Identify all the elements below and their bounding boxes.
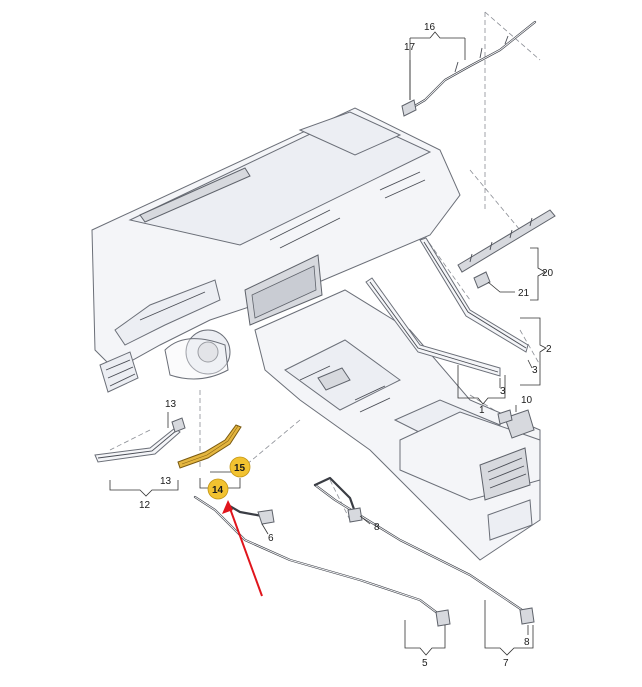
callout-12: 12 xyxy=(139,500,151,511)
part-14-strip-highlighted xyxy=(177,424,242,469)
part-20-strip xyxy=(457,209,556,289)
leader-lines xyxy=(109,31,547,656)
callout-3-upper: 3 xyxy=(532,365,538,376)
part-7-harness xyxy=(313,476,535,625)
callout-21: 21 xyxy=(518,288,530,299)
part-5-harness xyxy=(193,495,451,627)
badge-15 xyxy=(229,456,251,478)
part-10-connector xyxy=(497,409,535,439)
part-12-strip xyxy=(94,417,186,463)
callout-6: 6 xyxy=(268,533,274,544)
callout-labels: 16 17 20 21 2 3 3 1 10 13 13 12 15 14 6 … xyxy=(139,22,554,669)
highlight-badges xyxy=(207,456,251,500)
callout-16: 16 xyxy=(424,22,436,33)
callout-13-lower: 13 xyxy=(160,476,172,487)
callout-5: 5 xyxy=(422,658,428,669)
callout-10: 10 xyxy=(521,395,533,406)
callout-15: 15 xyxy=(234,463,246,474)
callout-7: 7 xyxy=(503,658,509,669)
part-16-harness xyxy=(401,20,537,117)
callout-17: 17 xyxy=(404,42,416,53)
callout-2: 2 xyxy=(546,344,552,355)
callout-8-lower: 8 xyxy=(524,637,530,648)
red-arrow xyxy=(222,500,263,597)
part-2-strip xyxy=(419,237,529,353)
callout-3-lower: 3 xyxy=(500,386,506,397)
part-1-strip xyxy=(365,277,501,377)
callout-13-upper: 13 xyxy=(165,399,177,410)
callout-20: 20 xyxy=(542,268,554,279)
callout-8-upper: 8 xyxy=(374,522,380,533)
badge-14 xyxy=(207,478,229,500)
callout-1: 1 xyxy=(479,405,485,416)
callout-14: 14 xyxy=(212,485,224,496)
dashboard-assembly xyxy=(91,107,541,561)
